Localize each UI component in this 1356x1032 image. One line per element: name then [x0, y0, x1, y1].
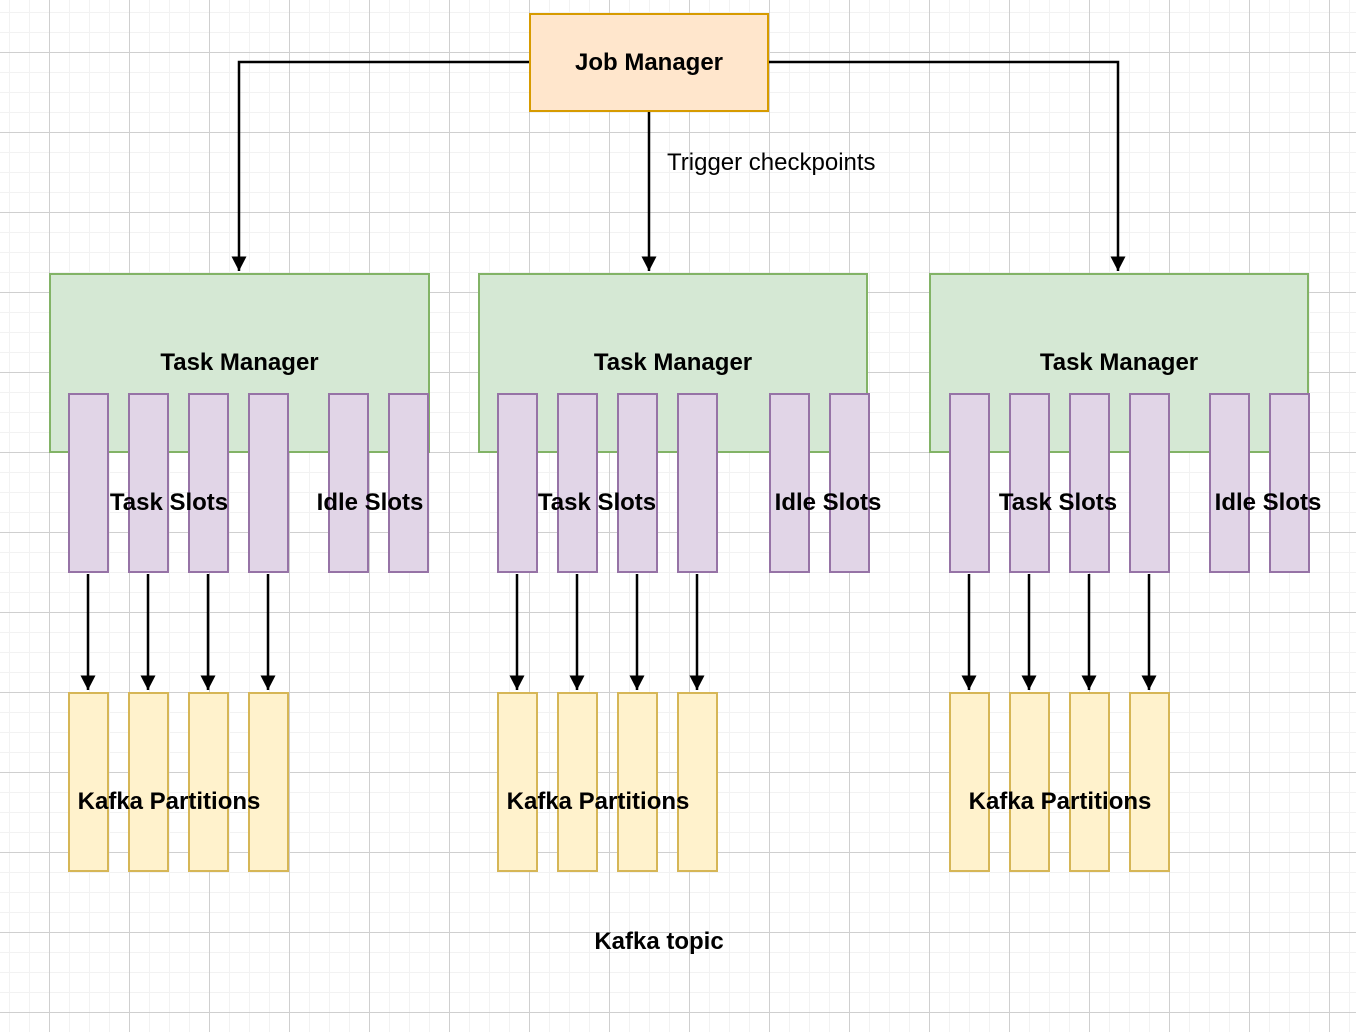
- idle-slots-label: Idle Slots: [774, 489, 882, 516]
- task-slot[interactable]: [1009, 393, 1050, 573]
- idle-slot[interactable]: [769, 393, 810, 573]
- kafka-topic-label: Kafka topic: [594, 928, 724, 955]
- job-manager-node[interactable]: Job Manager: [529, 13, 769, 112]
- kafka-partition[interactable]: [557, 692, 598, 872]
- kafka-partitions-label: Kafka Partitions: [968, 788, 1152, 815]
- kafka-partition[interactable]: [128, 692, 169, 872]
- task-slots-label: Task Slots: [109, 489, 229, 516]
- task-slot[interactable]: [1069, 393, 1110, 573]
- kafka-partitions-label: Kafka Partitions: [506, 788, 690, 815]
- arrow-jobmanager-to-taskmanager-3[interactable]: [769, 60, 1126, 271]
- idle-slot[interactable]: [388, 393, 429, 573]
- task-slot[interactable]: [617, 393, 658, 573]
- task-slot[interactable]: [1129, 393, 1170, 573]
- task-slot[interactable]: [188, 393, 229, 573]
- idle-slot[interactable]: [1269, 393, 1310, 573]
- kafka-partition[interactable]: [1129, 692, 1170, 872]
- idle-slot[interactable]: [1209, 393, 1250, 573]
- task-slot[interactable]: [497, 393, 538, 573]
- task-manager-label: Task Manager: [593, 349, 753, 377]
- task-slots-label: Task Slots: [998, 489, 1118, 516]
- task-slot[interactable]: [949, 393, 990, 573]
- kafka-partition[interactable]: [617, 692, 658, 872]
- job-manager-label: Job Manager: [574, 48, 724, 76]
- kafka-partition[interactable]: [949, 692, 990, 872]
- kafka-partition[interactable]: [68, 692, 109, 872]
- task-slot[interactable]: [128, 393, 169, 573]
- kafka-partition[interactable]: [497, 692, 538, 872]
- arrow-jobmanager-to-taskmanager-1[interactable]: [231, 60, 529, 271]
- task-slot[interactable]: [248, 393, 289, 573]
- kafka-partition[interactable]: [248, 692, 289, 872]
- kafka-partitions-label: Kafka Partitions: [77, 788, 261, 815]
- task-slots-label: Task Slots: [537, 489, 657, 516]
- task-slot[interactable]: [677, 393, 718, 573]
- trigger-checkpoints-label: Trigger checkpoints: [667, 149, 876, 176]
- kafka-partition[interactable]: [188, 692, 229, 872]
- task-slot[interactable]: [68, 393, 109, 573]
- idle-slot[interactable]: [829, 393, 870, 573]
- kafka-partition[interactable]: [1009, 692, 1050, 872]
- idle-slots-label: Idle Slots: [316, 489, 424, 516]
- kafka-partition[interactable]: [1069, 692, 1110, 872]
- idle-slot[interactable]: [328, 393, 369, 573]
- kafka-partition[interactable]: [677, 692, 718, 872]
- task-slot[interactable]: [557, 393, 598, 573]
- task-manager-label: Task Manager: [160, 349, 319, 377]
- idle-slots-label: Idle Slots: [1214, 489, 1322, 516]
- task-manager-label: Task Manager: [1039, 349, 1199, 377]
